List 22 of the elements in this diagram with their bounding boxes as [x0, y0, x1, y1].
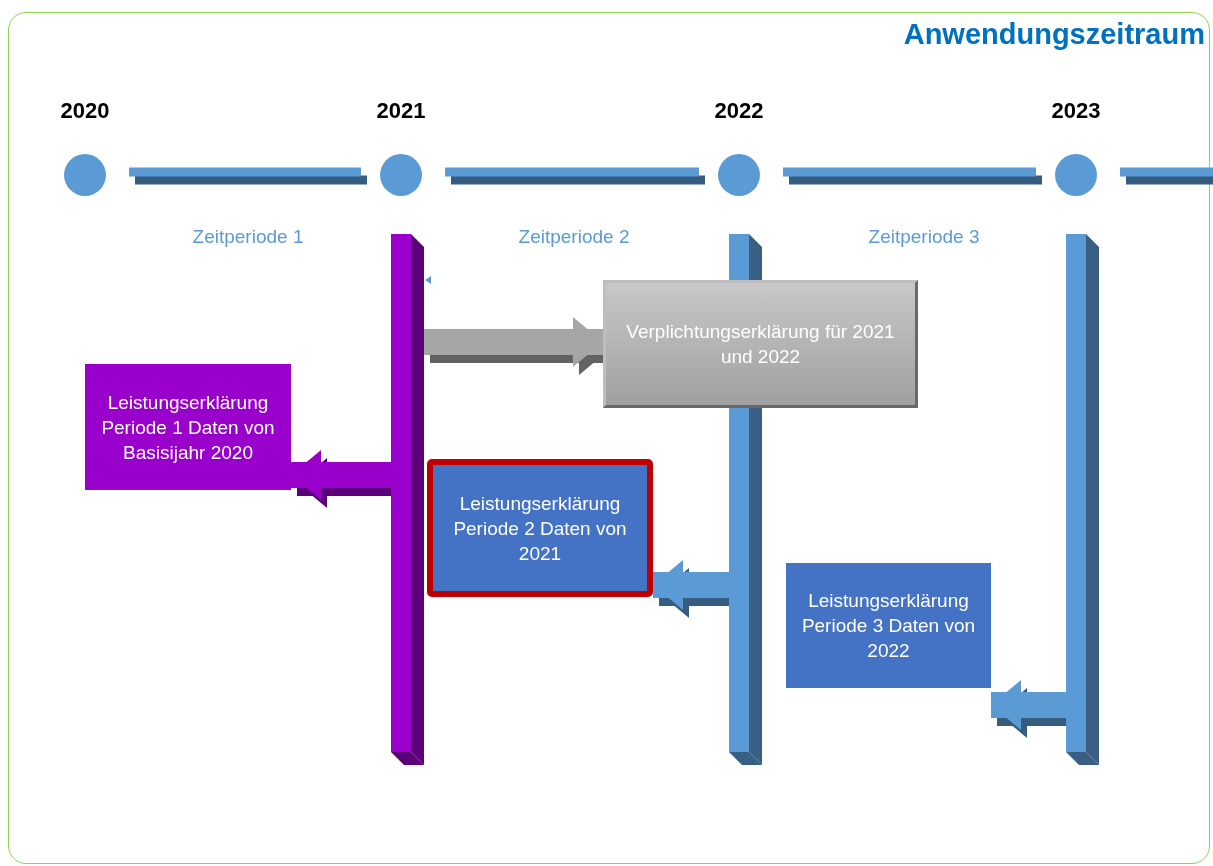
period-bar: [1066, 234, 1099, 765]
block-arrow: [424, 317, 603, 367]
timeline-segment: [783, 167, 1036, 177]
block-arrow: [653, 560, 729, 610]
year-label: 2022: [713, 98, 765, 124]
year-label: 2021: [375, 98, 427, 124]
year-label: 2020: [59, 98, 111, 124]
statement-box: Leistungserklärung Periode 1 Daten von Basisijahr 2020: [85, 364, 291, 490]
block-arrow: [991, 680, 1066, 730]
period-bar: [391, 234, 424, 765]
statement-box: Verplichtungserklärung für 2021 und 2022: [603, 280, 918, 408]
statement-box: Leistungserklärung Periode 3 Daten von 2022: [786, 563, 991, 688]
highlighted-statement-box: Leistungserklärung Periode 2 Daten von 2021: [427, 459, 653, 597]
year-label: 2023: [1050, 98, 1102, 124]
period-label: Zeitperiode 2: [517, 226, 631, 248]
timeline-segment: [129, 167, 361, 177]
period-label: Zeitperiode 1: [191, 226, 305, 248]
timeline-segment: [445, 167, 699, 177]
timeline-segment: [1120, 167, 1213, 177]
title: Anwendungszeitraum: [903, 18, 1205, 51]
period-label: Zeitperiode 3: [867, 226, 981, 248]
block-arrow: [291, 450, 391, 500]
